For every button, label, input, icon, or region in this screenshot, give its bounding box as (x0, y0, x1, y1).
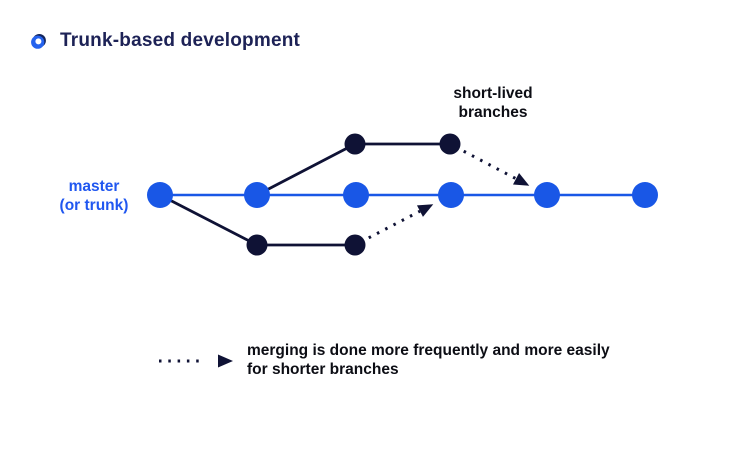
short-lived-branch-upper-merge-arrow-head (512, 172, 530, 186)
page-title: Trunk-based development (60, 30, 301, 51)
short-lived-branch-upper-commit-node (439, 133, 461, 155)
short-lived-branch-upper-commit-node (344, 133, 366, 155)
trunk-commit-node (534, 182, 560, 208)
legend-text-line1: merging is done more frequently and more… (247, 342, 610, 359)
master-label-line2: (or trunk) (59, 197, 129, 214)
trunk-commit-node (632, 182, 658, 208)
legend-text: merging is done more frequently and more… (247, 341, 687, 379)
short-lived-branch-lower-merge-arrow-dots (368, 209, 421, 240)
trunk-commit-node (438, 182, 464, 208)
short-lived-branch-upper-merge-arrow-dots (463, 149, 517, 181)
short-lived-branch-lower-commit-node (246, 234, 268, 256)
header: Trunk-based development (30, 30, 300, 52)
master-trunk-label: master (or trunk) (33, 177, 155, 215)
short-lived-branch-lower-fork-line (158, 193, 259, 247)
master-label-line1: master (68, 178, 120, 195)
short-lived-label-line2: branches (458, 104, 528, 121)
short-lived-branch-lower-merge-arrow-head (416, 204, 434, 217)
short-lived-branch-lower-commit-node (344, 234, 366, 256)
short-lived-branch-upper-fork-line (255, 142, 357, 197)
trunk-commit-node (343, 182, 369, 208)
short-lived-branches-label: short-lived branches (410, 84, 576, 122)
trunk-commit-node (244, 182, 270, 208)
legend-text-line2: for shorter branches (247, 361, 399, 378)
short-lived-label-line1: short-lived (453, 85, 533, 102)
trunk-commit-node (147, 182, 173, 208)
commit-ring-icon (31, 33, 46, 49)
legend-arrow-head (218, 354, 233, 368)
